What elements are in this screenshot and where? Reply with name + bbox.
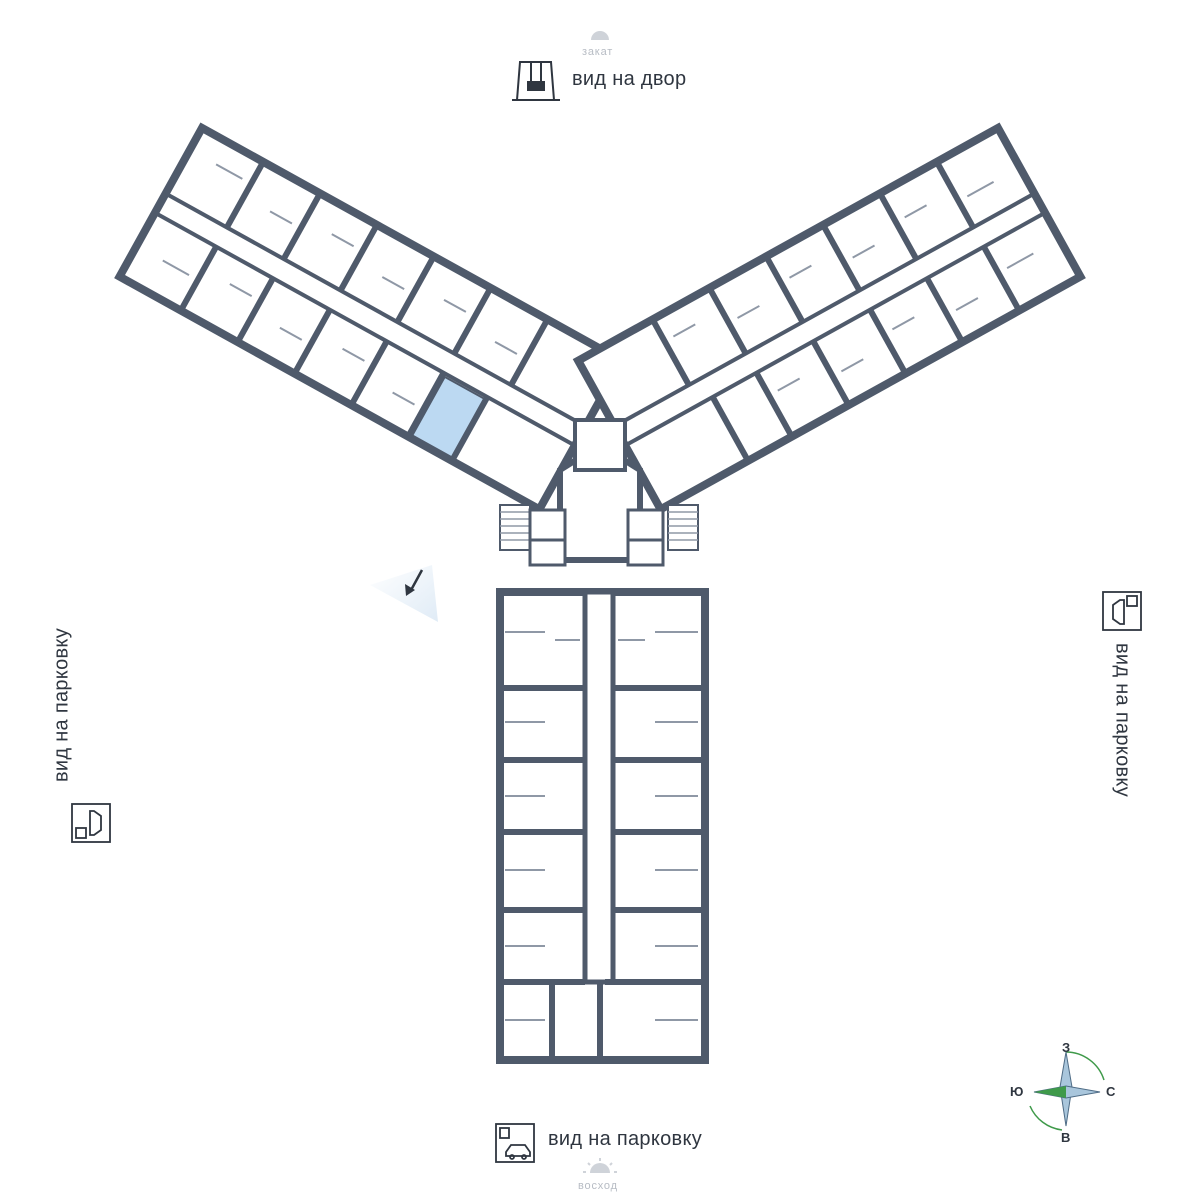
parking-icon <box>495 1123 535 1163</box>
view-label-bottom: вид на парковку <box>548 1128 703 1150</box>
sun-icon <box>591 31 609 40</box>
elevators-left <box>528 508 567 567</box>
sun-icon <box>583 1158 617 1173</box>
view-label-left: вид на парковку <box>50 627 73 783</box>
compass-north-label: З <box>1062 1040 1071 1055</box>
elevators-right <box>626 508 665 567</box>
compass-east-label: С <box>1106 1084 1116 1099</box>
wing-right <box>572 122 1086 515</box>
view-label-right: вид на парковку <box>1111 642 1134 798</box>
parking-icon <box>1102 591 1142 631</box>
sunset-label: закат <box>582 46 614 58</box>
stairs-left <box>499 504 531 551</box>
playground-swing-icon <box>512 61 560 101</box>
stairs-right <box>667 504 699 551</box>
compass-south-label: В <box>1061 1130 1071 1145</box>
central-hub <box>499 418 699 567</box>
wing-bottom <box>496 588 709 1064</box>
view-label-top: вид на двор <box>572 68 687 90</box>
view-direction-arrow-icon <box>370 565 438 622</box>
parking-icon <box>71 803 111 843</box>
wing-left <box>114 122 628 515</box>
compass-west-label: Ю <box>1010 1084 1024 1099</box>
sunrise-label: восход <box>578 1180 618 1192</box>
compass-rose-icon <box>1029 1051 1105 1131</box>
